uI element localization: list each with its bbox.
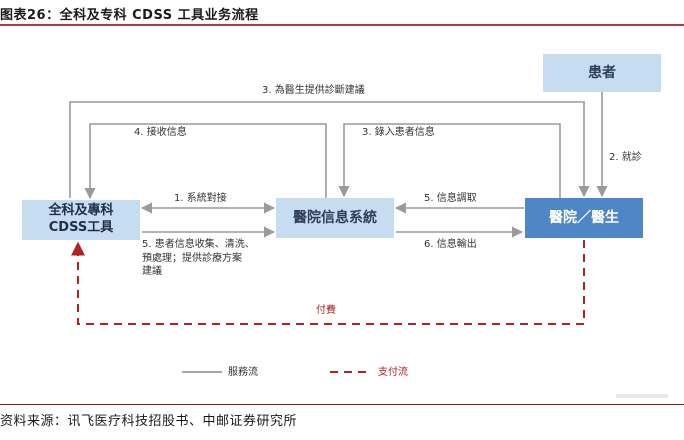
watermark-mark <box>616 394 668 398</box>
flow-6-output-label: 6. 信息輸出 <box>424 239 477 250</box>
flow-5-collect-label: 5. 患者信息收集、清洗、 預處理；提供診療方案 建議 <box>142 238 272 279</box>
flow-4-receive-arrow <box>84 123 327 200</box>
node-gp-specialist-cdss: 全科及專科 CDSS工具 <box>22 200 140 240</box>
node-his-label: 醫院信息系統 <box>293 209 377 226</box>
legend-service-label: 服務流 <box>228 367 258 378</box>
payment-flow-label: 付費 <box>316 305 336 316</box>
flow-3-input-arrow <box>338 123 561 198</box>
node-gp-cdss-line2: CDSS工具 <box>48 220 114 235</box>
flow-5-retrieve-label: 5. 信息調取 <box>424 193 477 204</box>
node-patient-label: 患者 <box>588 64 616 81</box>
node-hospital-info-system: 醫院信息系統 <box>276 198 394 238</box>
flow-2-visit-label: 2. 就診 <box>609 152 642 163</box>
flow-5-collect-label-line2: 預處理；提供診療方案 <box>142 252 242 264</box>
flow-5-collect-label-line1: 5. 患者信息收集、清洗、 <box>142 239 255 250</box>
figure-title: 图表26：全科及专科 CDSS 工具业务流程 <box>0 8 259 23</box>
flow-3-advice-arrow <box>69 101 590 198</box>
source-rule <box>0 404 684 405</box>
title-rule <box>0 24 684 26</box>
payment-flow-arrow <box>71 240 585 325</box>
flow-5-collect-label-line3: 建議 <box>142 266 162 277</box>
flow-3-advice-label: 3. 為醫生提供診斷建議 <box>262 85 365 96</box>
legend-payment-label: 支付流 <box>378 367 408 378</box>
node-gp-cdss-line1: 全科及專科 <box>48 203 114 219</box>
flow-1-integration-label: 1. 系統對接 <box>174 193 227 204</box>
flow-3-input-label: 3. 錄入患者信息 <box>362 127 435 138</box>
node-patient: 患者 <box>543 54 661 92</box>
node-hospital-label: 醫院／醫生 <box>549 209 619 226</box>
source-note: 资料来源：讯飞医疗科技招股书、中邮证券研究所 <box>0 414 298 429</box>
flow-4-receive-label: 4. 接收信息 <box>134 127 187 138</box>
node-hospital-doctor: 醫院／醫生 <box>525 198 643 238</box>
